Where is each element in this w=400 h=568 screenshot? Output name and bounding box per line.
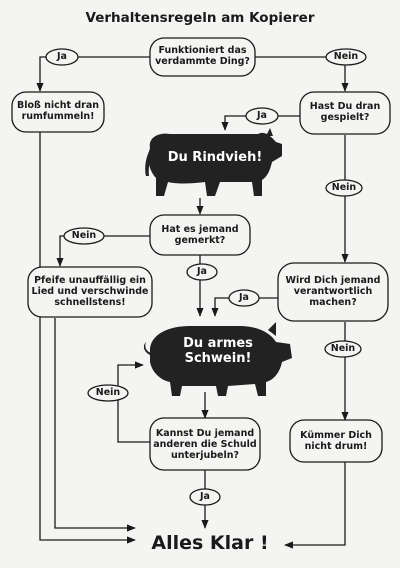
whistle-box (27, 266, 153, 318)
edge-blamed-yes (211, 297, 300, 317)
edge-label-nein-3: Nein (71, 230, 97, 241)
dont-touch-text: Bloß nicht dran rumfummeln! (16, 100, 100, 122)
start-question-box (149, 37, 256, 77)
edge-whistle-final (54, 318, 136, 532)
label-ja-5 (189, 488, 221, 506)
noticed-question-box (149, 214, 251, 256)
label-ja-2 (245, 107, 279, 125)
whistle-text: Pfeife unauffällig ein Lied und verschwi… (31, 275, 149, 308)
blamed-question-box (277, 262, 389, 322)
shift-blame-box (149, 417, 261, 471)
cow-silhouette-icon (145, 128, 282, 196)
blamed-question: Wird Dich jemand verantwortlich machen? (285, 275, 381, 308)
edge-label-ja-2: Ja (257, 110, 267, 121)
label-ja-4 (228, 289, 260, 307)
edge-label-ja-4: Ja (239, 292, 249, 303)
shift-blame-question: Kannst Du jemand anderen die Schuld unte… (153, 428, 257, 461)
label-nein-5 (87, 384, 129, 402)
label-ja-1 (45, 48, 79, 66)
edge-dontcare-final (284, 462, 346, 549)
edge-label-ja-5: Ja (200, 491, 210, 502)
did-you-touch-box (299, 91, 391, 135)
edge-label-nein-4: Nein (330, 343, 356, 354)
edge-label-ja-3: Ja (197, 266, 207, 277)
label-nein-4 (324, 340, 362, 358)
did-you-touch-text: Hast Du dran gespielt? (309, 101, 381, 123)
edge-label-nein-5: Nein (95, 387, 121, 398)
dont-care-box (289, 419, 383, 463)
edge-label-nein-1: Nein (333, 51, 359, 62)
dont-care-text: Kümmer Dich nicht drum! (300, 430, 372, 452)
label-nein-2 (325, 179, 363, 197)
start-question: Funktioniert das verdammte Ding? (155, 45, 250, 67)
page-title: Verhaltensregeln am Kopierer (85, 10, 315, 26)
label-ja-3 (186, 263, 218, 281)
edge-donttouch-final (39, 132, 136, 544)
noticed-question: Hat es jemand gemerkt? (161, 224, 239, 246)
edge-noticed-no (56, 235, 150, 267)
label-nein-1 (325, 48, 367, 66)
dont-touch-box (11, 91, 105, 133)
node-shapes (11, 37, 391, 506)
final-result: Alles Klar ! (151, 532, 269, 554)
cow-label: Du Rindvieh! (167, 150, 263, 165)
pig-silhouette-icon (143, 322, 292, 396)
edge-start-yes (36, 56, 150, 92)
edge-label-nein-2: Nein (331, 182, 357, 193)
edge-shift-no (117, 361, 155, 443)
edge-label-ja-1: Ja (57, 51, 67, 62)
pig-label: Du armes Schwein! (183, 336, 253, 366)
label-nein-3 (63, 227, 105, 245)
